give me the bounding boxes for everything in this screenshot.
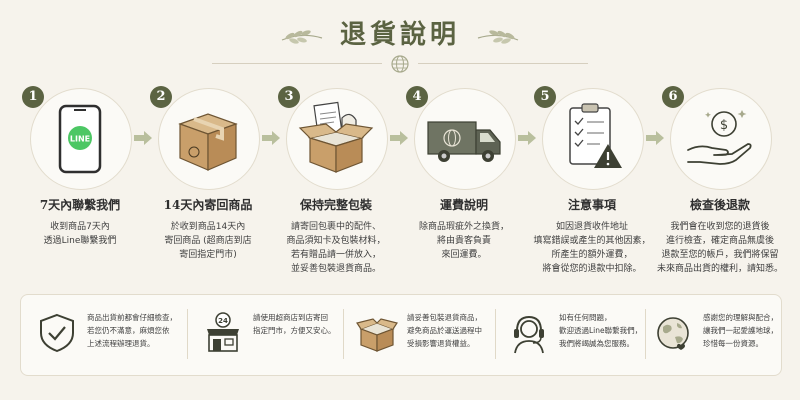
tip-item: 如有任何問題， 歡迎透過Line聯繫我們， 我們將竭誠為您服務。	[507, 307, 657, 363]
step-desc: 收到商品7天內 透過Line聯繫我們	[43, 222, 117, 246]
step-title: 檢查後退款	[689, 198, 750, 212]
step-desc: 請寄回包裹中的配件、 商品須知卡及包裝材料， 若有贈品請一併放入， 並妥善包裝退…	[286, 222, 386, 274]
tip-item: 商品出貨前都會仔細檢查， 若您仍不滿意，麻煩您依 上述流程辦理退貨。	[35, 307, 177, 363]
tip-text: 商品出貨前都會仔細檢查， 若您仍不滿意，麻煩您依 上述流程辦理退貨。	[87, 313, 177, 348]
tip-text: 請使用超商店到店寄回 指定門市，方便又安心。	[253, 313, 336, 335]
header: 退貨說明	[0, 14, 800, 51]
globe-icon	[391, 55, 409, 73]
arrow-right-icon	[134, 131, 152, 145]
step-desc: 於收到商品14天內 寄回商品 (超商店到店 寄回指定門市)	[164, 222, 252, 260]
store-badge-text: 24	[218, 317, 228, 325]
tip-text: 請妥善包裝退貨商品， 避免商品於運送過程中 受損影響退貨權益。	[407, 313, 482, 348]
step-number: 2	[150, 86, 172, 108]
step-title: 運費說明	[439, 198, 488, 212]
step-desc: 除商品瑕疵外之換貨， 將由貴客負責 來回運費。	[418, 222, 509, 260]
tip-item: 感謝您的理解與配合， 讓我們一起愛護地球， 珍惜每一份資源。	[651, 307, 779, 363]
tip-text: 感謝您的理解與配合， 讓我們一起愛護地球， 珍惜每一份資源。	[703, 313, 778, 348]
tips-panel: 商品出貨前都會仔細檢查， 若您仍不滿意，麻煩您依 上述流程辦理退貨。 24 請使…	[20, 294, 782, 376]
step-title: 14天內寄回商品	[163, 198, 253, 212]
laurel-left-icon	[281, 30, 323, 44]
steps-row: 1 LINE 7天內聯繫我們 收到商品7天內 透過Line聯繫我們 2 14天內…	[20, 86, 783, 286]
phone-line-icon: LINE	[58, 104, 102, 174]
divider-right	[418, 63, 588, 64]
arrow-right-icon	[262, 131, 280, 145]
svg-text:$: $	[720, 118, 728, 133]
arrow-right-icon	[646, 131, 664, 145]
earth-heart-icon	[657, 317, 689, 350]
open-box-icon	[298, 101, 374, 173]
divider-left	[212, 63, 382, 64]
step-number: 1	[22, 86, 44, 108]
step-title: 保持完整包裝	[299, 198, 372, 212]
package-box-icon	[178, 113, 238, 171]
step-title: 7天內聯繫我們	[39, 198, 121, 212]
step-desc: 如因退貨收件地址 填寫錯誤或產生的其他因素， 所產生的額外運費， 將會從您的退款…	[533, 222, 651, 274]
step-number: 5	[534, 86, 556, 108]
step-number: 6	[662, 86, 684, 108]
clipboard-warning-icon	[569, 103, 622, 168]
step-number: 4	[406, 86, 428, 108]
tip-item: 請妥善包裝退貨商品， 避免商品於運送過程中 受損影響退貨權益。	[355, 307, 505, 363]
headset-icon	[514, 315, 544, 354]
arrow-right-icon	[390, 131, 408, 145]
line-logo-text: LINE	[70, 135, 90, 144]
divider	[187, 309, 188, 359]
divider	[645, 309, 646, 359]
tip-item: 24 請使用超商店到店寄回 指定門市，方便又安心。	[201, 307, 341, 363]
tip-text: 如有任何問題， 歡迎透過Line聯繫我們， 我們將竭誠為您服務。	[559, 313, 643, 348]
hand-coin-icon: $	[687, 110, 752, 165]
step-number: 3	[278, 86, 300, 108]
shield-check-icon	[40, 313, 74, 353]
step-title: 注意事項	[567, 198, 616, 212]
divider	[495, 309, 496, 359]
delivery-truck-icon	[427, 121, 501, 162]
laurel-right-icon	[477, 30, 519, 44]
divider	[343, 309, 344, 359]
store-24-icon: 24	[207, 312, 239, 352]
step-desc: 我們會在收到您的退貨後 進行檢查，確定商品無虞後 退款至您的帳戶，我們將保留 未…	[656, 222, 783, 274]
arrow-right-icon	[518, 131, 536, 145]
page-title: 退貨說明	[339, 20, 460, 50]
box-icon	[356, 318, 398, 352]
